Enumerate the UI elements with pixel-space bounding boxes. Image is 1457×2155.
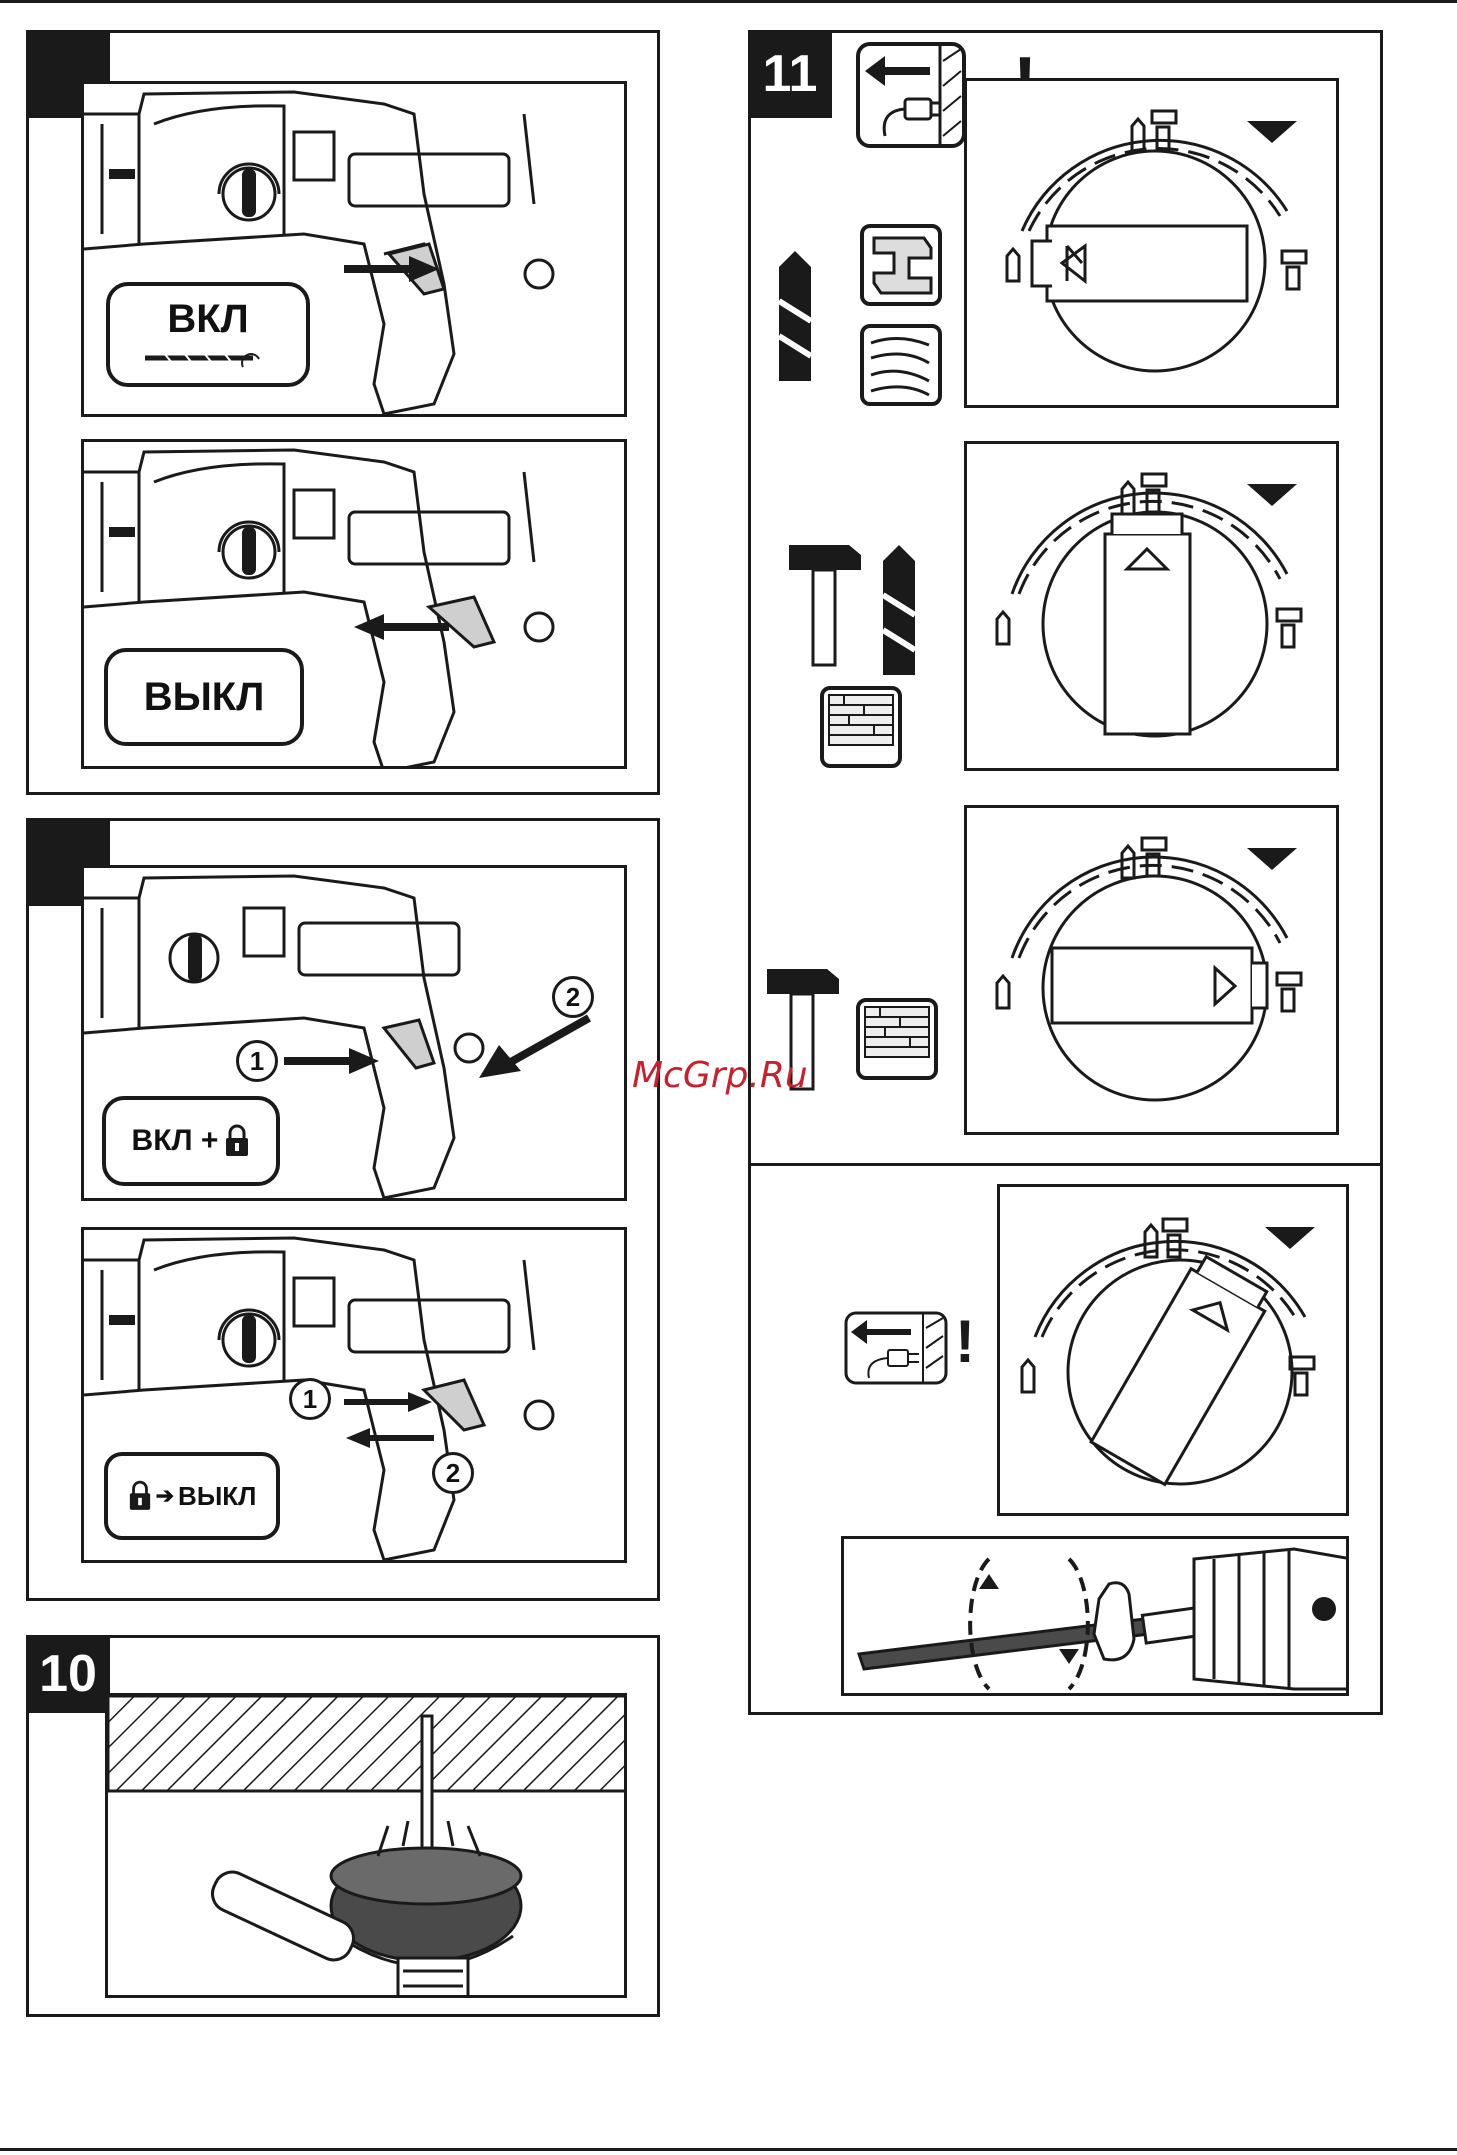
lock-on-label: ВКЛ +: [132, 1124, 219, 1158]
chisel-position-frame: !: [748, 1163, 1383, 1715]
mode-dial: [1000, 1187, 1349, 1516]
unplug-warning-icon: [843, 1310, 949, 1386]
chisel-rotation-panel: [841, 1536, 1349, 1696]
bottom-rule: [0, 2148, 1457, 2151]
mode-dial-drill-panel: [964, 78, 1339, 408]
section-8-frame: ВКЛ: [26, 30, 660, 795]
switch-off-panel: ВЫКЛ: [81, 439, 627, 769]
lock-on-label-box: ВКЛ +: [102, 1096, 280, 1186]
section-9-frame: 1 2 ВКЛ +: [26, 818, 660, 1601]
switch-on-panel: ВКЛ: [81, 81, 627, 417]
warning-exclamation-icon: !: [955, 1312, 975, 1372]
ceiling-drilling-illustration: [108, 1696, 627, 1998]
step-1-marker: 1: [289, 1378, 331, 1420]
release-trigger-arrow: [349, 612, 449, 642]
hammer-icon: [789, 545, 861, 665]
drill-bit-icon: [881, 545, 917, 675]
mode-dial: [967, 81, 1339, 408]
ceiling-hatch: [108, 1696, 627, 1791]
press-release-arrows: [344, 1390, 434, 1450]
off-label: ВЫКЛ: [144, 675, 265, 720]
mode-dial: [967, 808, 1339, 1135]
watermark-text: McGrp.Ru: [632, 1055, 808, 1096]
unplug-warning-icon: [855, 41, 967, 149]
dust-cup-panel: [105, 1693, 627, 1998]
brick-wall-icon: [855, 997, 939, 1081]
metal-profile-icon: [859, 223, 943, 307]
mode-dial: [967, 444, 1339, 771]
section-10-frame: 10: [26, 1635, 660, 2017]
step-2-marker: 2: [432, 1452, 474, 1494]
wood-grain-icon: [859, 323, 943, 407]
mode-dial-rotate-chisel-panel: [997, 1184, 1349, 1516]
on-label: ВКЛ: [167, 299, 248, 339]
mode-selector-knob: [219, 164, 279, 220]
lock-off-label: ВЫКЛ: [178, 1481, 256, 1512]
padlock-icon: [128, 1480, 152, 1512]
chisel-rotation-illustration: [844, 1539, 1349, 1696]
step-1-marker: 1: [236, 1040, 278, 1082]
drill-rotation-icon: [143, 345, 273, 371]
lock-on-panel: 1 2 ВКЛ +: [81, 865, 627, 1201]
padlock-icon: [224, 1124, 250, 1158]
section-11-frame: 11 !: [748, 30, 1383, 1166]
section-10-badge: 10: [26, 1635, 110, 1713]
top-rule: [0, 0, 1457, 3]
on-label-box: ВКЛ: [106, 282, 310, 387]
lock-off-panel: 1 2 ➔ ВЫКЛ: [81, 1227, 627, 1563]
mode-dial-hammer-drill-panel: [964, 441, 1339, 771]
mode-dial-chisel-panel: [964, 805, 1339, 1135]
arrow-glyph: ➔: [156, 1483, 174, 1509]
section-11-badge: 11: [748, 30, 832, 118]
off-label-box: ВЫКЛ: [104, 648, 304, 746]
brick-wall-icon: [819, 685, 903, 769]
press-trigger-arrow: [344, 254, 444, 284]
step-2-marker: 2: [552, 976, 594, 1018]
press-lock-button-arrow: [479, 1013, 589, 1083]
lock-off-label-box: ➔ ВЫКЛ: [104, 1452, 280, 1540]
press-trigger-arrow: [284, 1046, 384, 1076]
drill-bit-icon: [777, 251, 813, 381]
